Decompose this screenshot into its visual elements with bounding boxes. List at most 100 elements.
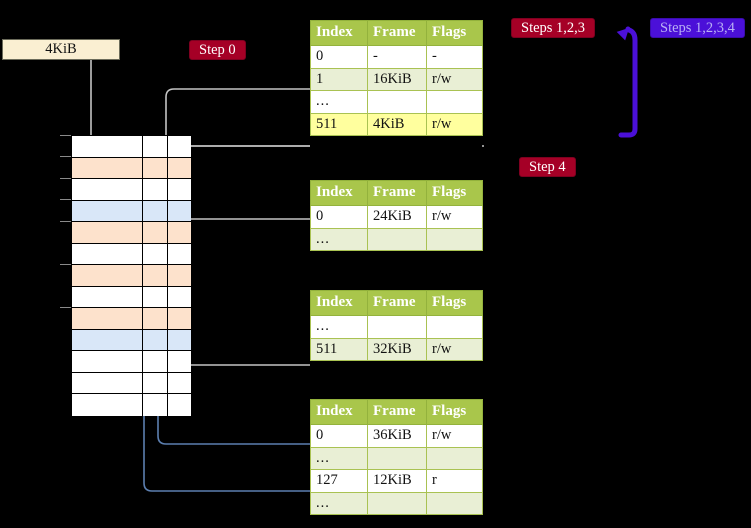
cell-flags: r/w (426, 424, 483, 448)
column-header-frame: Frame (367, 399, 427, 425)
table-row: ... (310, 90, 483, 114)
badge-steps-1234-label: Steps 1,2,3,4 (660, 19, 735, 36)
table-row: 0 - - (310, 45, 483, 69)
cell-frame: 12KiB (367, 469, 427, 493)
memory-tick (60, 199, 71, 200)
memory-row (72, 329, 191, 351)
column-header-frame: Frame (367, 20, 427, 46)
cell-frame (367, 315, 427, 339)
memory-tick (60, 307, 71, 308)
cell-frame: 4KiB (367, 112, 427, 136)
cell-flags (426, 227, 483, 251)
memory-row (72, 265, 191, 287)
memory-row (72, 394, 191, 416)
table-row: 511 32KiB r/w (310, 337, 483, 361)
memory-row (72, 351, 191, 373)
cell-flags: r (426, 469, 483, 493)
table-row: ... (310, 446, 483, 470)
cell-index: 511 (310, 337, 368, 361)
badge-step-4: Step 4 (519, 157, 576, 177)
column-header-index: Index (310, 399, 368, 425)
cell-index: ... (310, 446, 368, 470)
page-table-pml4: Index Frame Flags 0 - - 1 16KiB r/w ... (310, 20, 483, 136)
memory-size-label: 4KiB (45, 41, 77, 57)
cell-frame: - (367, 45, 427, 69)
memory-row (72, 200, 191, 222)
table-row: 0 36KiB r/w (310, 424, 483, 448)
table-header-row: Index Frame Flags (310, 399, 483, 425)
bracket-arrow-steps (616, 26, 638, 138)
physical-memory-grid (71, 135, 191, 416)
cell-index: 0 (310, 45, 368, 69)
cell-flags (426, 491, 483, 515)
memory-grid-divider (167, 136, 168, 416)
cell-index: ... (310, 315, 368, 339)
memory-row (72, 372, 191, 394)
cell-flags (426, 446, 483, 470)
cell-frame: 24KiB (367, 205, 427, 229)
cell-index: 1 (310, 67, 368, 91)
memory-tick (60, 264, 71, 265)
badge-steps-1234: Steps 1,2,3,4 (650, 18, 745, 38)
table-header-row: Index Frame Flags (310, 180, 483, 206)
memory-row (72, 157, 191, 179)
cell-index: 0 (310, 424, 368, 448)
badge-step-0-label: Step 0 (199, 41, 236, 58)
memory-row (72, 136, 191, 158)
table-header-row: Index Frame Flags (310, 20, 483, 46)
cell-index: ... (310, 90, 368, 114)
cell-frame: 36KiB (367, 424, 427, 448)
memory-tick (60, 135, 71, 136)
cell-index: 0 (310, 205, 368, 229)
cell-frame (367, 227, 427, 251)
column-header-index: Index (310, 290, 368, 316)
memory-row (72, 286, 191, 308)
page-table-pdpt: Index Frame Flags 0 24KiB r/w ... (310, 180, 483, 251)
cell-flags (426, 315, 483, 339)
cell-flags: r/w (426, 67, 483, 91)
memory-row (72, 179, 191, 201)
cell-flags: r/w (426, 112, 483, 136)
cell-frame: 32KiB (367, 337, 427, 361)
wire-table1-row511-arrow (171, 145, 310, 155)
cell-index: ... (310, 491, 368, 515)
table-row: 1 16KiB r/w (310, 67, 483, 91)
memory-size-box: 4KiB (2, 39, 120, 60)
column-header-frame: Frame (367, 180, 427, 206)
cell-flags: r/w (426, 337, 483, 361)
cell-frame (367, 491, 427, 515)
memory-tick (60, 156, 71, 157)
column-header-flags: Flags (426, 399, 483, 425)
wire-table3-row511-to-memory (171, 307, 310, 366)
memory-tick (60, 178, 71, 179)
table-header-row: Index Frame Flags (310, 290, 483, 316)
page-table-pt: Index Frame Flags 0 36KiB r/w ... 127 12… (310, 399, 483, 515)
badge-steps-123: Steps 1,2,3 (511, 18, 596, 38)
cell-frame (367, 446, 427, 470)
cell-index: 511 (310, 112, 368, 136)
column-header-flags: Flags (426, 20, 483, 46)
table-row: 0 24KiB r/w (310, 205, 483, 229)
cell-index: 127 (310, 469, 368, 493)
table-row: ... (310, 315, 483, 339)
memory-row (72, 308, 191, 330)
badge-step-0: Step 0 (189, 40, 246, 60)
cell-frame (367, 90, 427, 114)
column-header-index: Index (310, 180, 368, 206)
cell-flags: r/w (426, 205, 483, 229)
table-row: 511 4KiB r/w (310, 112, 483, 136)
wire-table1-row511-to-memory (175, 145, 484, 155)
wire-table2-row0-to-memory (177, 218, 310, 262)
column-header-flags: Flags (426, 180, 483, 206)
memory-row (72, 243, 191, 265)
memory-row (72, 222, 191, 244)
badge-step-4-label: Step 4 (529, 158, 566, 175)
column-header-index: Index (310, 20, 368, 46)
table-row: 127 12KiB r (310, 469, 483, 493)
badge-steps-123-label: Steps 1,2,3 (521, 19, 586, 36)
table-row: ... (310, 227, 483, 251)
cell-flags: - (426, 45, 483, 69)
column-header-flags: Flags (426, 290, 483, 316)
cell-frame: 16KiB (367, 67, 427, 91)
